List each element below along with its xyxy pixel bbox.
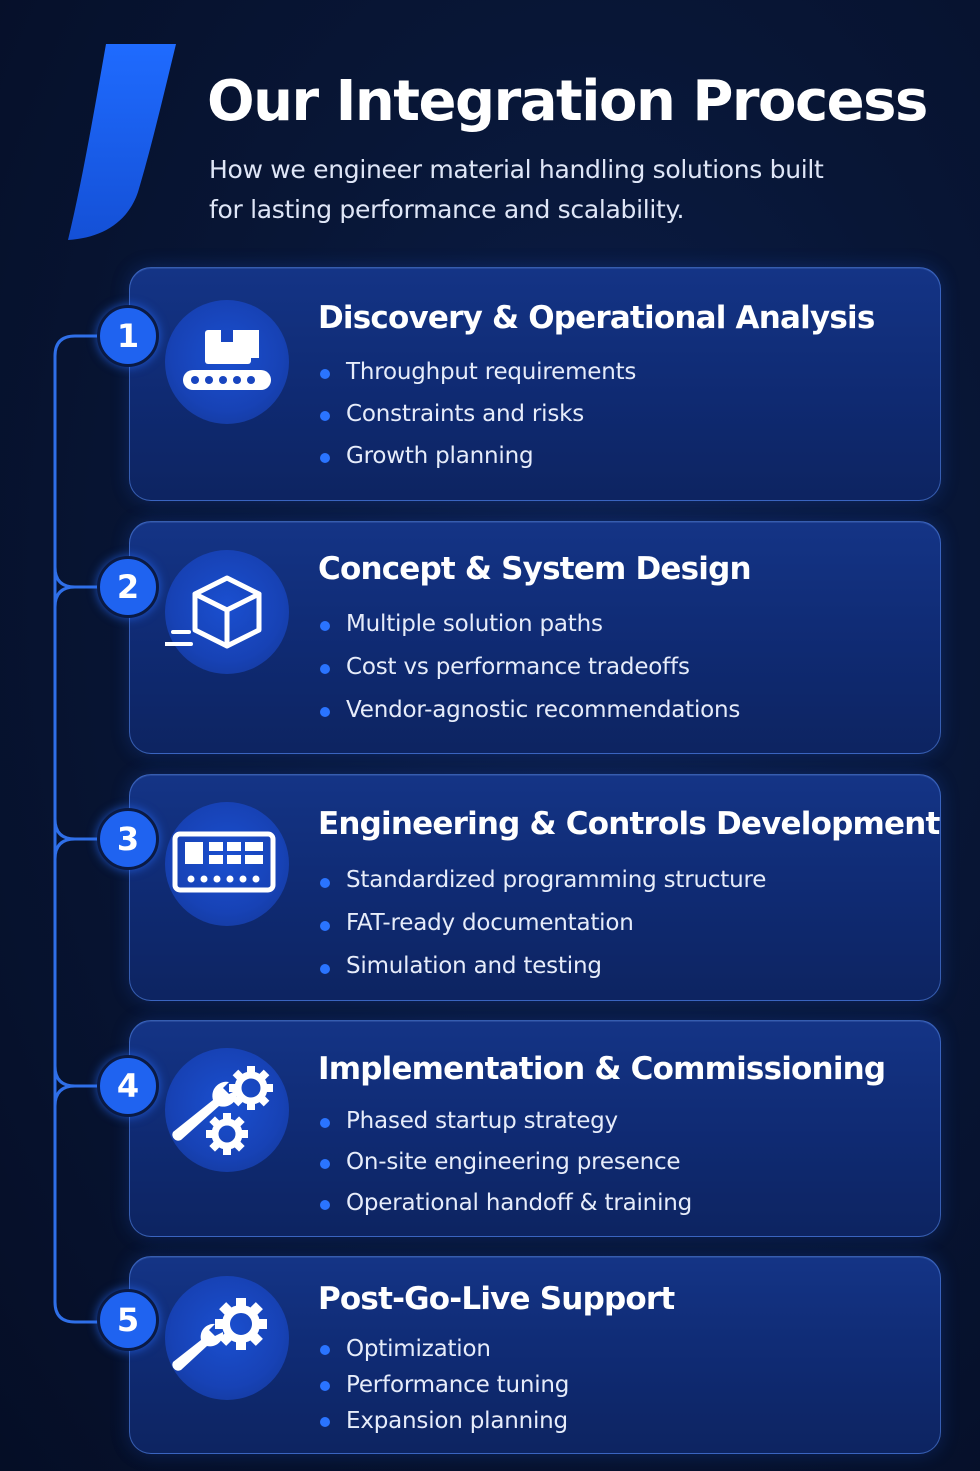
list-item: Multiple solution paths — [318, 604, 740, 647]
step-title: Discovery & Operational Analysis — [318, 300, 875, 336]
control-panel-icon — [165, 802, 289, 926]
list-item: Vendor-agnostic recommendations — [318, 690, 740, 733]
wrench-gears-icon — [165, 1048, 289, 1172]
step-number-badge: 4 — [97, 1055, 159, 1117]
list-item: Throughput requirements — [318, 353, 636, 395]
step-title: Concept & System Design — [318, 551, 752, 587]
step-bullet-list: Optimization Performance tuning Expansio… — [318, 1332, 569, 1440]
list-item: On-site engineering presence — [318, 1143, 692, 1184]
step-number-badge: 1 — [97, 305, 159, 367]
page-title: Our Integration Process — [207, 69, 928, 134]
step-bullet-list: Multiple solution paths Cost vs performa… — [318, 604, 740, 733]
list-item: Simulation and testing — [318, 947, 766, 990]
accent-slash-shape — [68, 44, 176, 240]
step-title: Implementation & Commissioning — [318, 1051, 886, 1087]
list-item: Operational handoff & training — [318, 1184, 692, 1225]
list-item: Standardized programming structure — [318, 861, 766, 904]
step-number-badge: 2 — [97, 556, 159, 618]
step-bullet-list: Phased startup strategy On-site engineer… — [318, 1102, 692, 1225]
list-item: Growth planning — [318, 437, 636, 479]
list-item: Expansion planning — [318, 1404, 569, 1440]
list-item: Optimization — [318, 1332, 569, 1368]
step-bullet-list: Standardized programming structure FAT-r… — [318, 861, 766, 990]
wrench-gear-icon — [165, 1276, 289, 1400]
list-item: Cost vs performance tradeoffs — [318, 647, 740, 690]
step-number-badge: 3 — [97, 808, 159, 870]
conveyor-box-icon — [165, 300, 289, 424]
step-bullet-list: Throughput requirements Constraints and … — [318, 353, 636, 479]
page-subtitle: How we engineer material handling soluti… — [209, 155, 824, 224]
step-number-badge: 5 — [97, 1289, 159, 1351]
list-item: FAT-ready documentation — [318, 904, 766, 947]
list-item: Performance tuning — [318, 1368, 569, 1404]
list-item: Constraints and risks — [318, 395, 636, 437]
step-title: Engineering & Controls Development — [318, 806, 940, 842]
list-item: Phased startup strategy — [318, 1102, 692, 1143]
cube-icon — [165, 550, 289, 674]
step-title: Post-Go-Live Support — [318, 1281, 675, 1317]
